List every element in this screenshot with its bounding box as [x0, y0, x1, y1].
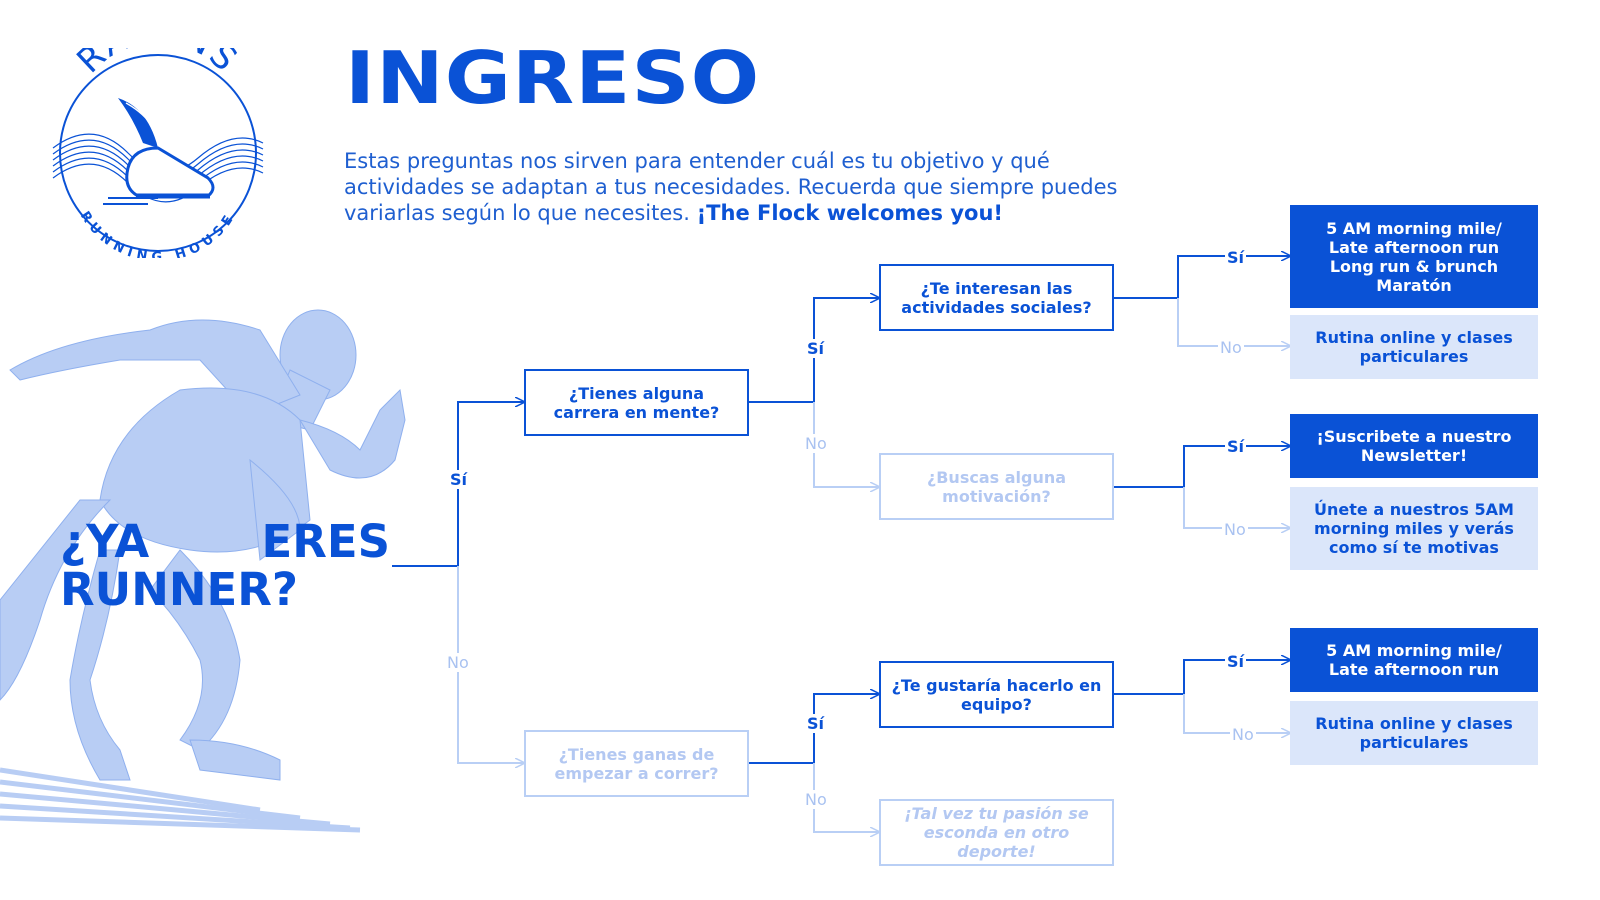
label-yes-motivacion: Sí — [1225, 437, 1247, 456]
question-carrera: ¿Tienes alguna carrera en mente? — [524, 369, 749, 436]
result-online-routine-2: Rutina online y clases particulares — [1290, 701, 1538, 765]
result-line: Late afternoon run — [1328, 660, 1500, 679]
question-ganas: ¿Tienes ganas de empezar a correr? — [524, 730, 749, 797]
label-no-ganas: No — [803, 790, 829, 809]
label-no-sociales: No — [1218, 338, 1244, 357]
result-line: 5 AM morning mile/ — [1326, 641, 1502, 660]
start-question-line2: RUNNER? — [60, 563, 299, 616]
label-no-equipo: No — [1230, 725, 1256, 744]
result-line: Late afternoon run — [1328, 237, 1500, 257]
start-question-part1: ¿YA — [60, 515, 150, 568]
intro-paragraph: Estas preguntas nos sirven para entender… — [344, 148, 1124, 226]
question-motivacion: ¿Buscas alguna motivación? — [879, 453, 1114, 520]
runner-illustration — [0, 309, 406, 833]
result-online-routine-1: Rutina online y clases particulares — [1290, 315, 1538, 379]
result-line: 5 AM morning mile/ — [1326, 218, 1502, 238]
result-social-plan: 5 AM morning mile/ Late afternoon run Lo… — [1290, 205, 1538, 308]
label-no-carrera: No — [803, 434, 829, 453]
result-line: Maratón — [1376, 275, 1452, 295]
intro-text: Estas preguntas nos sirven para entender… — [344, 149, 1118, 225]
label-yes-carrera: Sí — [805, 339, 827, 358]
label-yes-start: Sí — [448, 470, 470, 489]
question-equipo: ¿Te gustaría hacerlo en equipo? — [879, 661, 1114, 728]
label-yes-ganas: Sí — [805, 714, 827, 733]
label-no-start: No — [445, 653, 471, 672]
question-sociales: ¿Te interesan las actividades sociales? — [879, 264, 1114, 331]
question-otro-deporte: ¡Tal vez tu pasión se esconda en otro de… — [879, 799, 1114, 866]
ravens-logo: RAVENS RUNNING HOUSE — [52, 48, 264, 258]
start-question-part2: ERES — [261, 515, 390, 568]
start-question: ¿YA ERES RUNNER? — [60, 518, 390, 614]
intro-emphasis: ¡The Flock welcomes you! — [696, 201, 1003, 225]
label-yes-sociales: Sí — [1225, 248, 1247, 267]
page-title: INGRESO — [345, 36, 761, 120]
result-morning-miles: Únete a nuestros 5AM morning miles y ver… — [1290, 487, 1538, 570]
result-line: Long run & brunch — [1329, 256, 1499, 276]
label-yes-equipo: Sí — [1225, 652, 1247, 671]
result-team-plan: 5 AM morning mile/ Late afternoon run — [1290, 628, 1538, 692]
label-no-motivacion: No — [1222, 520, 1248, 539]
result-newsletter: ¡Suscribete a nuestro Newsletter! — [1290, 414, 1538, 478]
